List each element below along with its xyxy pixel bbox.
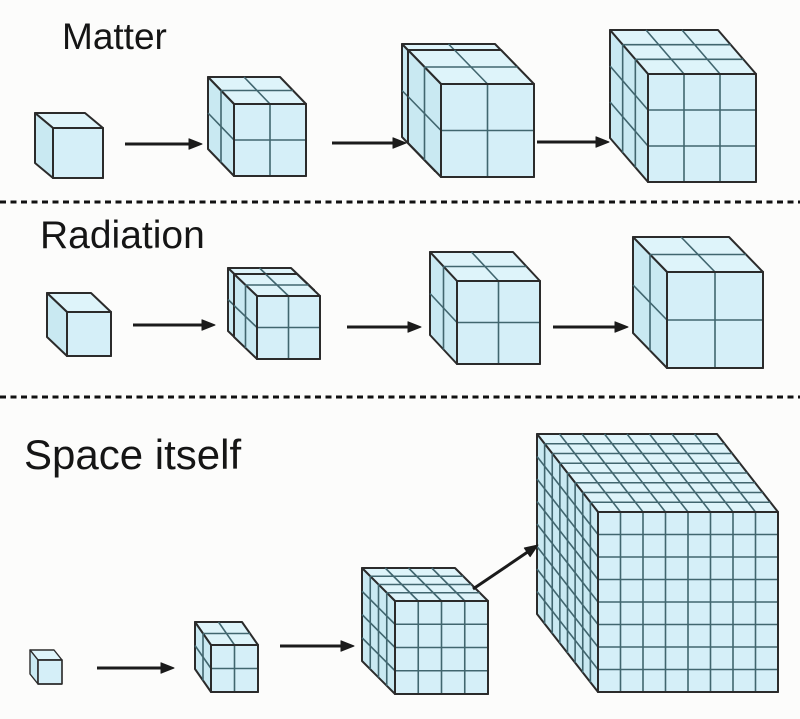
arrow-row3-1 <box>97 662 175 674</box>
arrow-row2-2 <box>347 321 422 333</box>
arrow-row1-1 <box>125 138 203 150</box>
arrow-row3-2 <box>280 640 355 652</box>
matter-cube-4 <box>609 29 757 183</box>
row-title-space-itself: Space itself <box>24 431 242 478</box>
arrow-row2-1 <box>133 319 216 331</box>
matter-cube-2 <box>207 76 307 177</box>
row-title-radiation: Radiation <box>40 214 205 257</box>
row-title-matter: Matter <box>62 16 167 57</box>
space-cube-1 <box>29 649 63 685</box>
matter-cube-3 <box>401 43 535 178</box>
arrow-row1-2 <box>332 137 407 149</box>
radiation-cube-3 <box>429 251 541 365</box>
radiation-cube-4 <box>632 236 764 369</box>
radiation-cube-2 <box>227 267 321 360</box>
arrow-row1-3 <box>537 136 610 148</box>
radiation-cube-1 <box>46 292 112 357</box>
arrow-row3-3 <box>472 544 539 591</box>
space-cube-3 <box>361 567 489 695</box>
space-cube-2 <box>194 621 259 693</box>
space-cube-4 <box>536 433 779 693</box>
matter-cube-1 <box>34 112 104 179</box>
arrow-row2-3 <box>553 321 629 333</box>
